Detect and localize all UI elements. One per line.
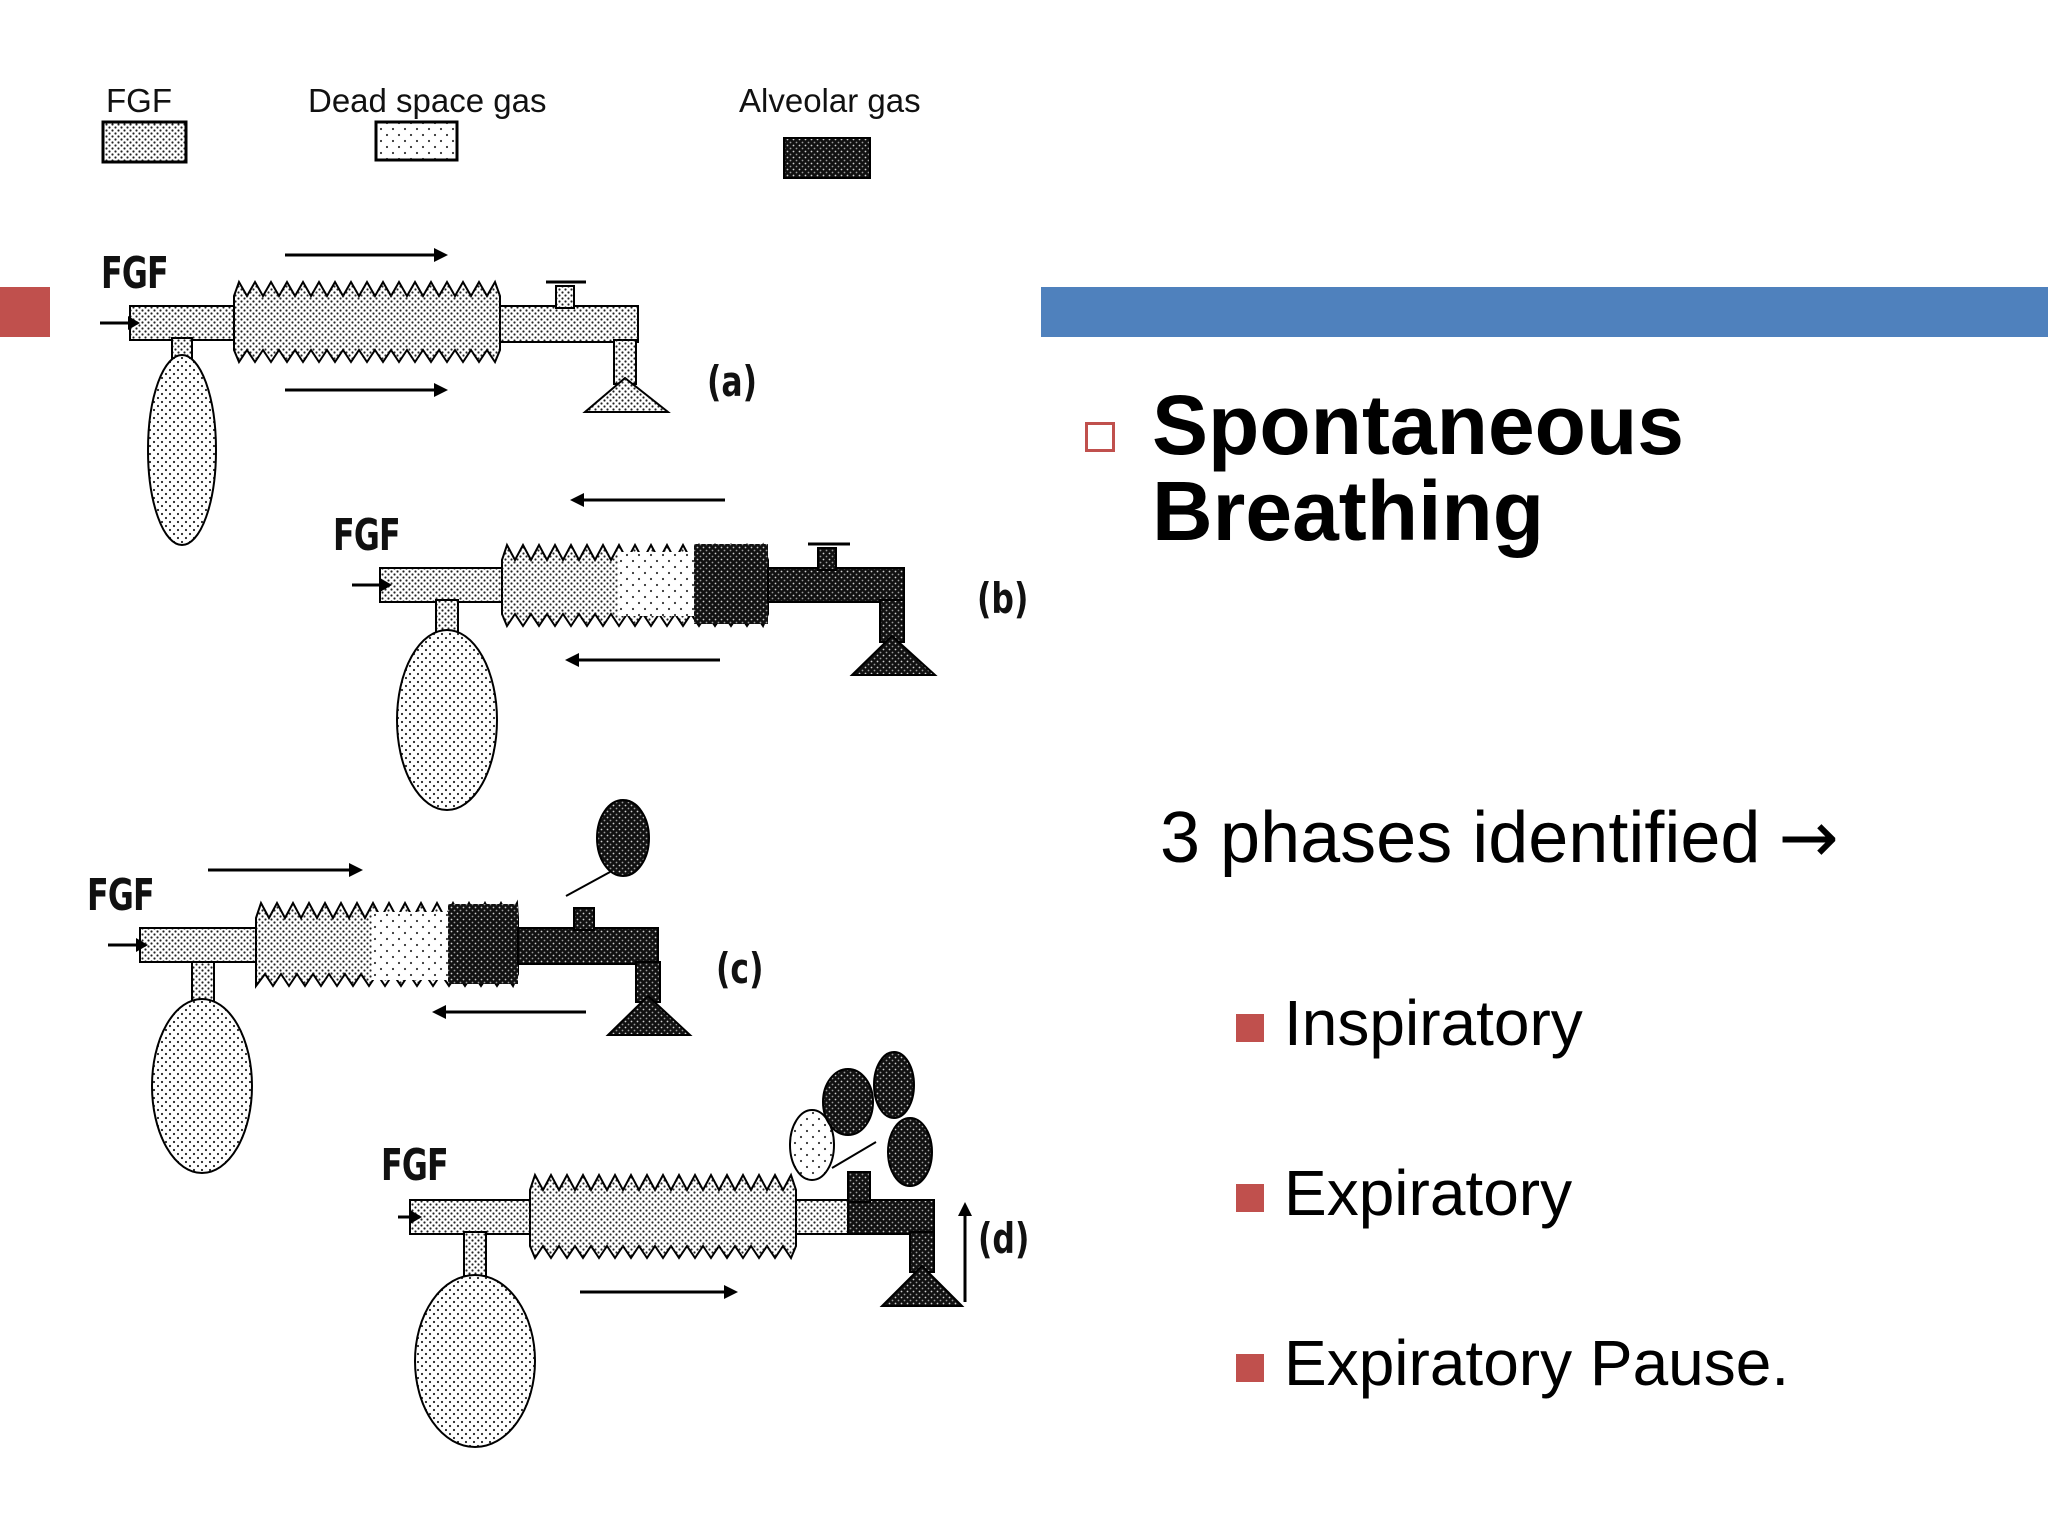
face-mask-b xyxy=(849,634,938,676)
legend-fgf-swatch xyxy=(101,120,188,164)
exhaled-gas-bubble-d1 xyxy=(789,1109,835,1181)
panel-label-b: (b) xyxy=(977,574,1029,623)
legend-label-alveolar: Alveolar gas xyxy=(739,82,921,119)
bullet-marker-2 xyxy=(1236,1184,1264,1212)
bullet-expiratory: Expiratory xyxy=(1284,1157,1573,1229)
exhaled-gas-bubble-d3 xyxy=(873,1051,915,1119)
legend-alveolar-swatch xyxy=(783,137,871,179)
bullet-marker-3 xyxy=(1236,1354,1264,1382)
exhaled-gas-bubble-d4 xyxy=(887,1117,933,1187)
slide-title: Spontaneous Breathing xyxy=(1152,378,1685,558)
legend-label-dead-space: Dead space gas xyxy=(308,82,547,119)
exhaled-gas-bubble-d2 xyxy=(822,1068,874,1136)
fgf-label-b: FGF xyxy=(333,510,401,561)
legend-label-fgf: FGF xyxy=(106,82,172,119)
bullet-inspiratory: Inspiratory xyxy=(1284,987,1583,1059)
bullet-marker-1 xyxy=(1236,1014,1264,1042)
reservoir-bag-c xyxy=(151,998,253,1174)
face-mask-d xyxy=(879,1264,965,1307)
face-mask-c xyxy=(605,994,693,1036)
corrugated-tube-a xyxy=(233,279,501,365)
bullet-expiratory-pause: Expiratory Pause. xyxy=(1284,1327,1790,1399)
legend-deadspace-swatch xyxy=(374,120,459,162)
title-bullet-box xyxy=(1085,422,1115,452)
exhaled-gas-bubble-c xyxy=(596,799,650,877)
fgf-label-d: FGF xyxy=(381,1140,449,1191)
corrugated-tube-d xyxy=(529,1172,797,1261)
panel-label-c: (c) xyxy=(716,944,764,993)
accent-square xyxy=(0,287,50,337)
reservoir-bag-b xyxy=(396,629,498,811)
panel-c xyxy=(108,799,693,1174)
panel-label-d: (d) xyxy=(978,1214,1030,1263)
right-arrow-icon: → xyxy=(1778,795,1839,879)
panel-d xyxy=(398,1051,972,1448)
phases-text: 3 phases identified xyxy=(1160,798,1761,878)
face-mask-a xyxy=(582,376,671,413)
panel-label-a: (a) xyxy=(707,357,758,406)
fgf-label-a: FGF xyxy=(101,248,169,299)
reservoir-bag-d xyxy=(414,1274,536,1448)
phases-line: 3 phases identified→ xyxy=(1160,795,1839,879)
title-bar xyxy=(1041,287,2048,337)
reservoir-bag-a xyxy=(147,354,217,546)
panel-b xyxy=(352,493,938,811)
panel-a xyxy=(100,248,671,546)
mapleson-diagram xyxy=(100,120,972,1448)
fgf-label-c: FGF xyxy=(87,870,155,921)
